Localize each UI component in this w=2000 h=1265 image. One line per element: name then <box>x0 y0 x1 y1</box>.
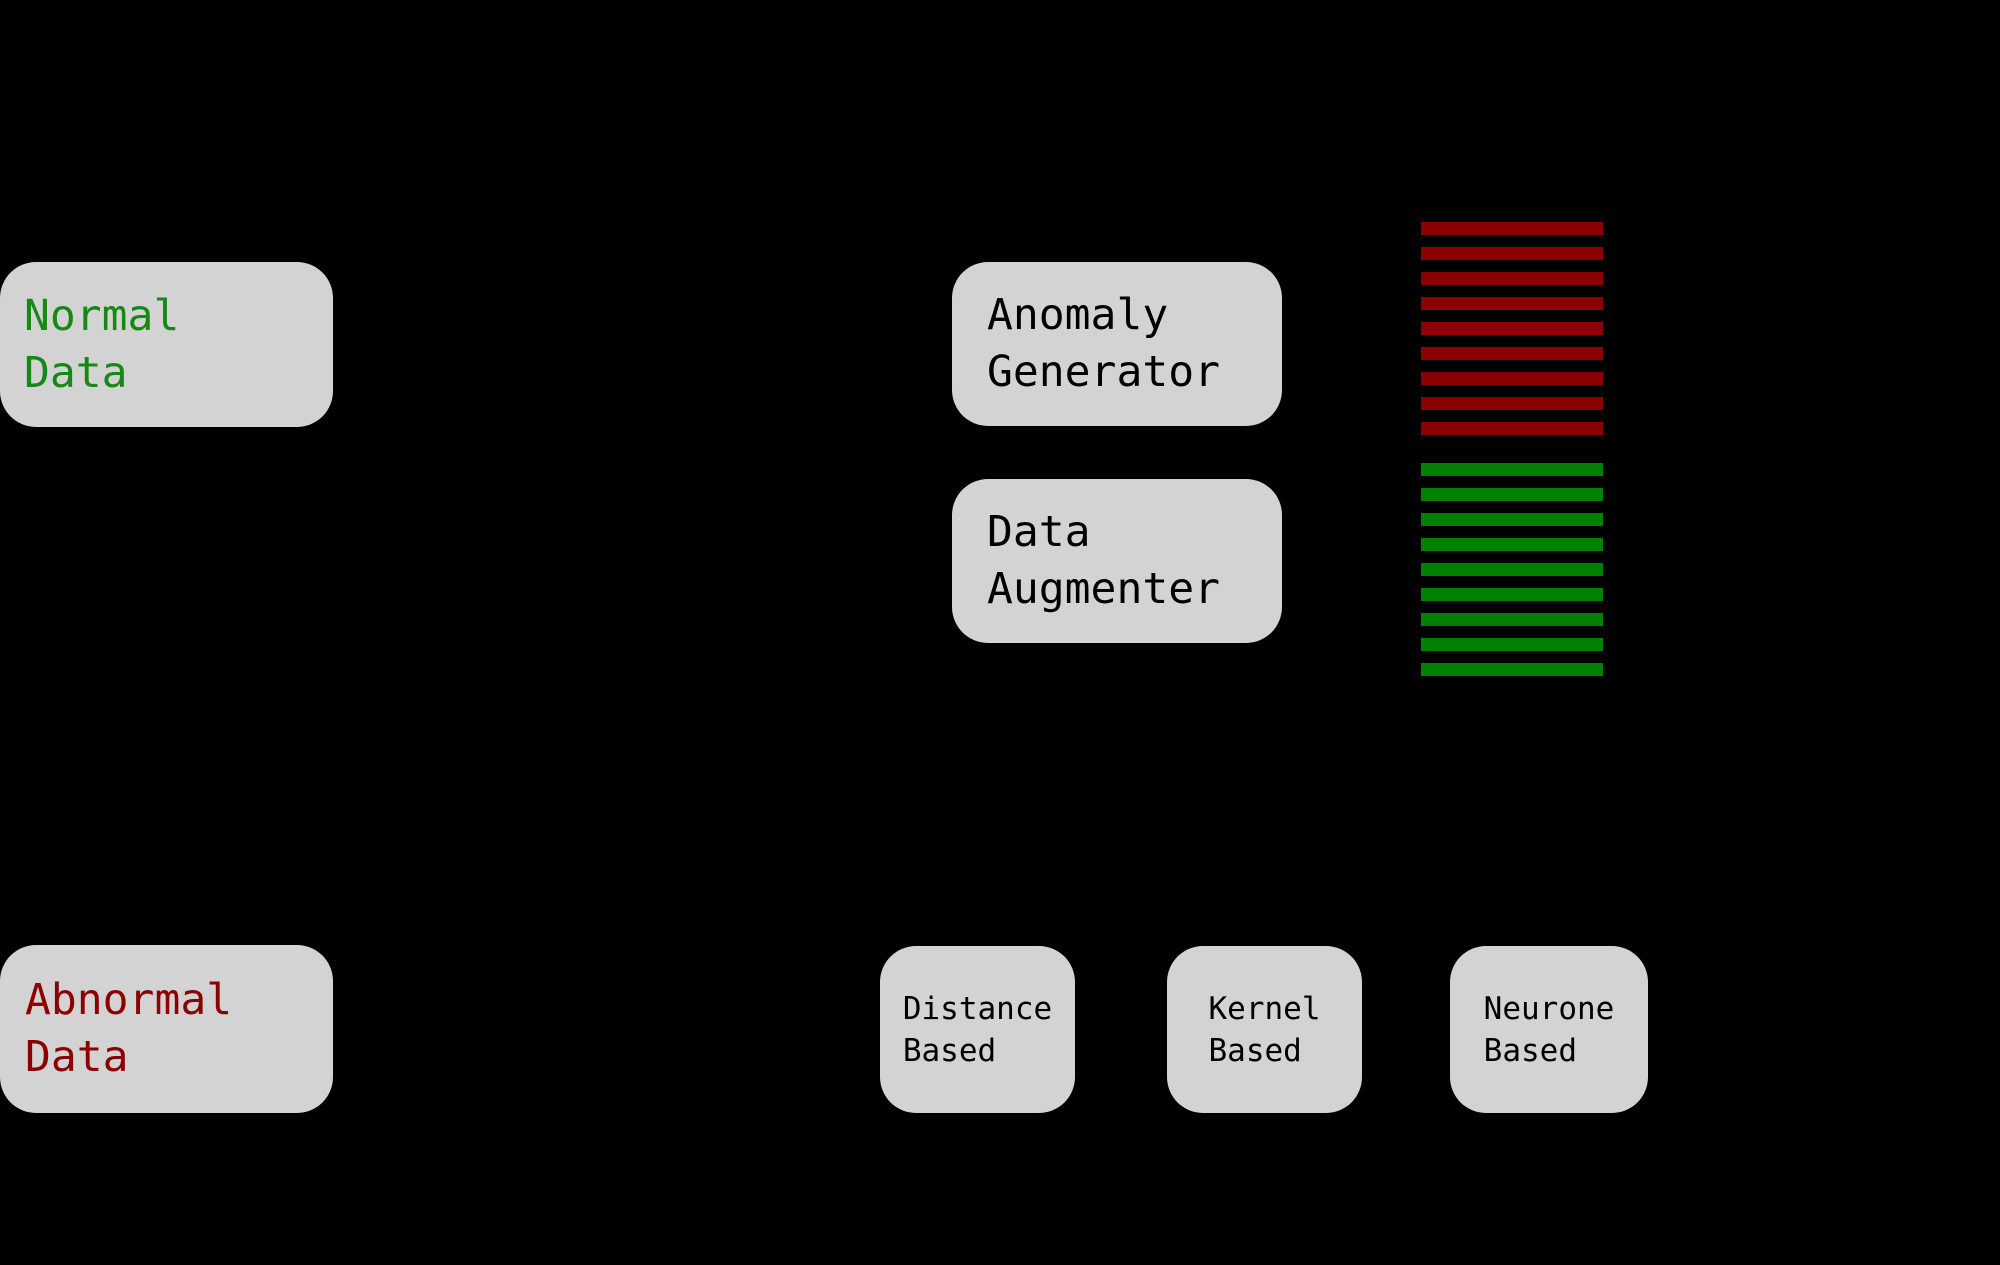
normal-stripe <box>1421 613 1603 626</box>
kernel-based-label: Kernel Based <box>1209 988 1321 1072</box>
anomaly-generator-label-line2: Generator <box>987 347 1220 397</box>
normal-stripe <box>1421 463 1603 476</box>
abnormal-data-box: Abnormal Data <box>0 945 333 1113</box>
normal-stripe <box>1421 638 1603 651</box>
anomaly-generator-label-line1: Anomaly <box>987 290 1169 340</box>
distance-based-box: Distance Based <box>880 946 1075 1113</box>
kernel-based-label-line1: Kernel <box>1208 990 1321 1027</box>
abnormal-data-stripes <box>1421 222 1603 435</box>
data-augmenter-label-line1: Data <box>987 507 1091 557</box>
neurone-based-label-line1: Neurone <box>1483 990 1615 1027</box>
normal-stripe <box>1421 513 1603 526</box>
normal-stripe <box>1421 563 1603 576</box>
neurone-based-box: Neurone Based <box>1450 946 1648 1113</box>
normal-stripe <box>1421 488 1603 501</box>
neurone-based-label-line2: Based <box>1483 1032 1577 1069</box>
abnormal-stripe <box>1421 297 1603 310</box>
abnormal-stripe <box>1421 222 1603 235</box>
normal-data-stripes <box>1421 463 1603 676</box>
normal-data-label-line1: Normal <box>24 290 180 341</box>
distance-based-label-line2: Based <box>902 1032 997 1069</box>
abnormal-stripe <box>1421 247 1603 260</box>
abnormal-data-label-line2: Data <box>25 1032 129 1082</box>
anomaly-generator-box: Anomaly Generator <box>952 262 1282 426</box>
abnormal-stripe <box>1421 397 1603 410</box>
normal-data-label-line2: Data <box>24 347 128 398</box>
data-augmenter-label-line2: Augmenter <box>987 564 1220 614</box>
abnormal-data-label-line1: Abnormal <box>25 975 233 1025</box>
kernel-based-label-line2: Based <box>1208 1032 1302 1069</box>
distance-based-label-line1: Distance <box>902 990 1053 1027</box>
normal-stripe <box>1421 588 1603 601</box>
abnormal-stripe <box>1421 372 1603 385</box>
distance-based-label: Distance Based <box>903 988 1052 1072</box>
normal-data-box: Normal Data <box>0 262 333 427</box>
kernel-based-box: Kernel Based <box>1167 946 1362 1113</box>
neurone-based-label: Neurone Based <box>1484 988 1615 1072</box>
normal-stripe <box>1421 538 1603 551</box>
abnormal-stripe <box>1421 272 1603 285</box>
normal-stripe <box>1421 663 1603 676</box>
abnormal-stripe <box>1421 422 1603 435</box>
abnormal-stripe <box>1421 322 1603 335</box>
data-augmenter-box: Data Augmenter <box>952 479 1282 643</box>
abnormal-stripe <box>1421 347 1603 360</box>
